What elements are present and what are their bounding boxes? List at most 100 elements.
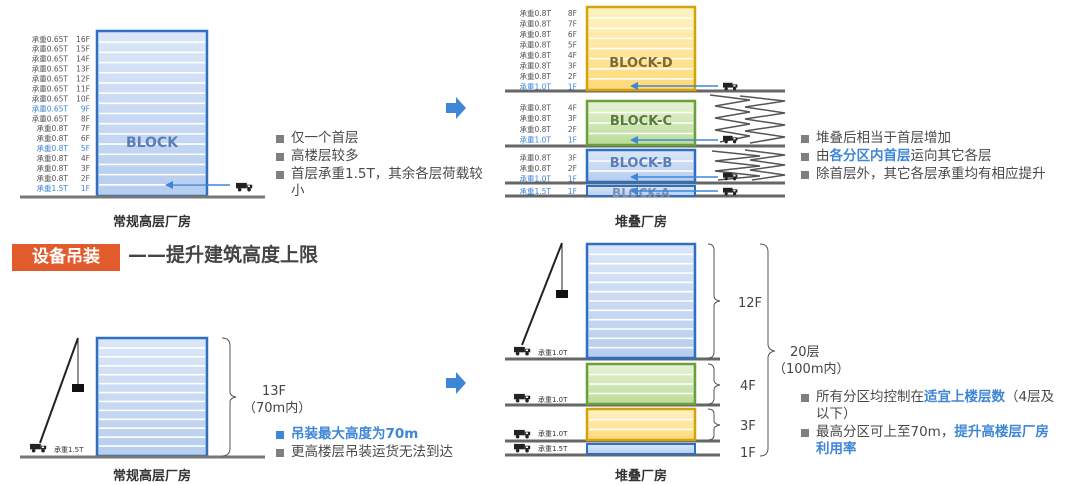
floor-number-label: 11F (76, 84, 90, 93)
floor-load-label: 承重0.8T (519, 164, 551, 173)
top-left-building: BLOCK 承重0.65T 16F 承重0.65T 15F 承重0.65T 14F 承重0.… (20, 29, 265, 199)
floor-load-label: 承重0.8T (519, 62, 551, 71)
bullet-item: 更高楼层吊装运货无法到达 (275, 444, 475, 461)
arrow-right-icon (446, 97, 466, 119)
floor-number-label: 16F (76, 35, 90, 44)
crane-truck-icon (30, 443, 47, 453)
bullet-item: 首层承重1.5T，其余各层荷载较小 (275, 166, 485, 200)
truck-icon (723, 135, 738, 144)
floor-number-label: 13F (76, 65, 90, 74)
floor-number-label: 2F (568, 164, 577, 173)
top-right-building: BLOCK-D BLOCK-C BLOCK-B BLOCK-A 承重0.8T 8F… (505, 5, 786, 200)
crane-hook-icon (556, 290, 568, 298)
floor-number-label: 8F (568, 9, 577, 18)
segment-label-4f: 4F (740, 379, 756, 394)
section-badge: 设备吊装 (12, 244, 120, 271)
floor-load-label: 承重0.8T (519, 9, 551, 18)
segment-label-1f: 1F (740, 446, 756, 461)
floor-number-label: 1F (568, 83, 577, 92)
floor-load-label: 承重1.0T (519, 83, 551, 92)
segment-label-12f: 12F (738, 296, 762, 311)
bullet-highlight: 提升高楼层厂房利用率 (816, 424, 1049, 457)
floor-load-label: 承重0.8T (36, 164, 68, 173)
top-left-bullets: 仅一个首层 高楼层较多 首层承重1.5T，其余各层荷载较小 (275, 130, 485, 201)
floor-number-label: 2F (81, 174, 90, 183)
total-height-label: （100m内） (773, 361, 849, 377)
crane-hook-icon (72, 384, 84, 392)
bullet-item: 最高分区可上至70m，提升高楼层厂房利用率 (800, 424, 1060, 458)
bullet-item-highlight: 吊装最大高度为70m (275, 426, 475, 443)
floor-number-label: 7F (81, 124, 90, 133)
bottom-right-bullets: 所有分区均控制在适宜上楼层数（4层及以下） 最高分区可上至70m，提升高楼层厂房… (800, 389, 1060, 459)
floor-load-label: 承重0.8T (519, 125, 551, 134)
floor-number-label: 6F (81, 134, 90, 143)
caption-top-left: 常规高层厂房 (112, 215, 191, 230)
bullet-text: 所有分区均控制在 (816, 389, 924, 405)
crane-truck-icon (514, 393, 531, 403)
crane-load-label: 承重1.0T (538, 395, 568, 404)
floor-load-label: 承重0.8T (36, 174, 68, 183)
bullet-text: （4层及以下） (816, 389, 1055, 422)
floor-load-label: 承重1.0T (519, 175, 551, 184)
truck-icon (723, 187, 738, 196)
bullet-highlight: 适宜上楼层数 (924, 389, 1005, 405)
segment-label-3f: 3F (740, 419, 756, 434)
floor-load-label: 承重0.65T (32, 104, 69, 113)
block-d-label: BLOCK-D (609, 56, 673, 71)
floor-number-label: 4F (81, 154, 90, 163)
crane-truck-icon (514, 443, 531, 453)
bullet-highlight: 各分区内首层 (829, 148, 911, 164)
block-label: BLOCK (126, 135, 179, 151)
floor-load-label: 承重0.65T (32, 35, 69, 44)
floor-load-label: 承重0.8T (36, 124, 68, 133)
floor-load-label: 承重1.5T (519, 187, 551, 196)
floor-number-label: 8F (81, 114, 90, 123)
floor-load-label: 承重1.5T (36, 184, 68, 193)
floor-number-label: 3F (81, 164, 90, 173)
floor-number-label: 5F (568, 41, 577, 50)
floor-load-label: 承重0.8T (519, 41, 551, 50)
arrow-right-icon (446, 372, 466, 394)
block-b-label: BLOCK-B (610, 156, 673, 171)
floor-load-label: 承重0.8T (519, 114, 551, 123)
floor-number-label: 1F (568, 175, 577, 184)
block-a-label: BLOCK-A (612, 186, 671, 200)
bottom-left-building: 承重1.5T 13F （70m内） (20, 336, 311, 459)
floor-load-label: 承重0.65T (32, 114, 69, 123)
floor-number-label: 14F (76, 55, 90, 64)
floor-number-label: 10F (76, 94, 90, 103)
floor-load-label: 承重0.8T (519, 20, 551, 29)
floor-load-label: 承重0.8T (519, 51, 551, 60)
floor-number-label: 12F (76, 75, 90, 84)
floor-number-label: 2F (568, 72, 577, 81)
height-floors-label: 13F (262, 384, 286, 399)
floor-load-label: 承重0.65T (32, 45, 69, 54)
floor-number-label: 1F (81, 184, 90, 193)
crane-load-label: 承重1.5T (54, 445, 84, 454)
floor-load-label: 承重0.65T (32, 84, 69, 93)
floor-load-label: 承重0.8T (519, 103, 551, 112)
bullet-item: 由各分区内首层运向其它各层 (800, 148, 1078, 165)
floor-load-label: 承重0.8T (519, 30, 551, 39)
caption-top-right: 堆叠厂房 (614, 215, 667, 230)
floor-number-label: 4F (568, 51, 577, 60)
floor-load-label: 承重0.8T (519, 153, 551, 162)
floor-number-label: 3F (568, 62, 577, 71)
truck-icon (723, 82, 738, 91)
caption-bottom-right: 堆叠厂房 (614, 469, 667, 484)
floor-number-label: 3F (568, 153, 577, 162)
floor-number-label: 15F (76, 45, 90, 54)
floor-number-label: 7F (568, 20, 577, 29)
section-title: ——提升建筑高度上限 (128, 244, 319, 266)
crane-truck-icon (514, 346, 531, 356)
floor-load-label: 承重0.8T (36, 134, 68, 143)
bullet-item: 所有分区均控制在适宜上楼层数（4层及以下） (800, 389, 1060, 423)
bullet-item: 除首层外，其它各层承重均有相应提升 (800, 166, 1078, 183)
floor-load-label: 承重0.65T (32, 94, 69, 103)
block-c-label: BLOCK-C (610, 114, 672, 129)
top-right-bullets: 堆叠后相当于首层增加 由各分区内首层运向其它各层 除首层外，其它各层承重均有相应… (800, 130, 1078, 184)
truck-icon (236, 182, 253, 192)
bottom-left-bullets: 吊装最大高度为70m 更高楼层吊装运货无法到达 (275, 426, 475, 462)
bullet-text: 由 (816, 148, 830, 164)
